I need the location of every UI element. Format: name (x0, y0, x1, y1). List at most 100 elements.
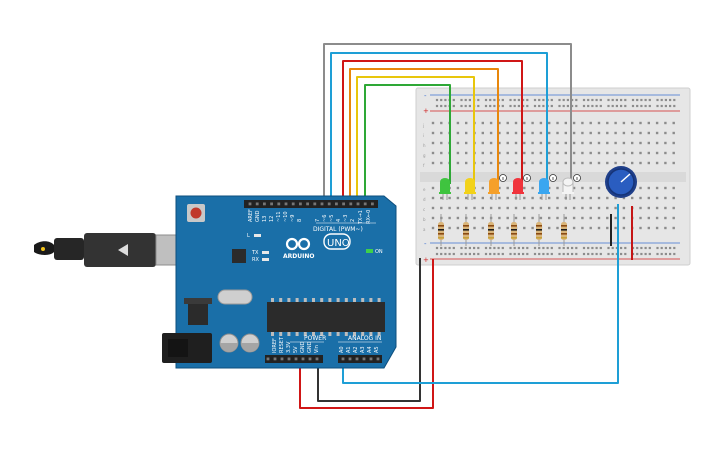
led-white[interactable] (562, 174, 581, 201)
pin-label-13: 13 (262, 216, 268, 222)
rail-hole (509, 252, 512, 256)
chip-pin (287, 298, 291, 302)
pin-label-ioref: IOREF (272, 338, 278, 353)
breadboard-hole (597, 186, 601, 190)
breadboard-hole (564, 206, 567, 210)
rail-hole (624, 252, 627, 256)
led-green[interactable] (439, 178, 451, 200)
breadboard-hole (481, 161, 484, 165)
breadboard-hole (506, 121, 509, 125)
rail-hole (546, 246, 549, 250)
resistor-band (438, 225, 444, 227)
row-letter-c: c (423, 207, 425, 212)
chip-pin (303, 332, 307, 336)
breadboard-hole (456, 186, 460, 190)
rail-hole (533, 246, 537, 250)
rail-hole (664, 98, 667, 102)
pin-label-vin: Vin (314, 345, 320, 353)
header-pin-hole (284, 202, 288, 206)
breadboard-hole (431, 216, 435, 220)
l-led-label: L (247, 233, 250, 239)
rail-hole (631, 104, 635, 108)
resistor[interactable] (536, 214, 542, 246)
breadboard-hole (639, 141, 642, 145)
rail-hole (615, 104, 618, 108)
resistor[interactable] (438, 214, 444, 246)
rail-hole (526, 252, 529, 256)
rail-hole (615, 98, 618, 102)
breadboard-hole (672, 226, 675, 230)
breadboard-hole (622, 206, 626, 210)
power-on-label: ON (375, 249, 383, 255)
rail-hole (587, 98, 590, 102)
rail-hole (591, 246, 594, 250)
arduino-logo-icon (285, 237, 311, 251)
breadboard-hole (481, 141, 484, 145)
rail-hole (460, 104, 463, 108)
wire-blue (330, 52, 548, 200)
breadboard-hole (465, 206, 468, 210)
arduino-uno-board[interactable]: AREF GND 13 12 ~11 ~10 ~9 8 7 ~6 ~5 4 ~3… (162, 195, 397, 369)
header-pin-hole (356, 202, 360, 206)
resistor-band (463, 225, 469, 227)
breadboard-hole (622, 131, 626, 135)
resistor[interactable] (488, 214, 494, 246)
breadboard-hole (655, 226, 659, 230)
breadboard-hole (572, 216, 576, 220)
led-red[interactable] (512, 174, 531, 201)
row-letter-e: e (423, 187, 426, 192)
led-rim (562, 192, 574, 194)
breadboard-hole (506, 131, 509, 135)
rail-hole (513, 246, 516, 250)
breadboard-hole (631, 141, 634, 145)
rail-hole (513, 252, 516, 256)
rail-hole (669, 246, 672, 250)
pin-label-a4: A4 (367, 346, 373, 353)
rail-hole (575, 104, 578, 108)
breadboard-hole (506, 186, 509, 190)
resistor-band (536, 229, 542, 231)
breadboard-hole (548, 131, 551, 135)
rail-hole (624, 246, 627, 250)
breadboard-hole (523, 206, 526, 210)
rail-hole (611, 104, 614, 108)
breadboard-hole (556, 216, 559, 220)
led-yellow[interactable] (464, 178, 476, 200)
header-pin-hole (255, 202, 259, 206)
rail-hole (542, 98, 545, 102)
resistor[interactable] (561, 214, 567, 246)
digital-header-label: DIGITAL (PWM~) (313, 226, 363, 233)
resistor[interactable] (511, 214, 517, 246)
rail-hole (620, 246, 623, 250)
resistor-band (438, 229, 444, 231)
breadboard-hole (664, 226, 667, 230)
breadboard-hole (581, 161, 584, 165)
breadboard-hole (481, 131, 484, 135)
breadboard-hole (498, 216, 501, 220)
capacitor-2-mark (241, 343, 259, 352)
rail-hole (640, 246, 643, 250)
rail-hole (522, 246, 525, 250)
breadboard-hole (481, 186, 484, 190)
breadboard-hole (672, 151, 675, 155)
breadboard-hole (589, 141, 592, 145)
header-pin-hole (248, 202, 252, 206)
breadboard-hole (498, 121, 501, 125)
breadboard-hole (647, 161, 650, 165)
rail-hole (636, 246, 639, 250)
breadboard-hole (465, 121, 468, 125)
breadboard-hole (506, 151, 509, 155)
reset-button[interactable] (190, 207, 202, 219)
potentiometer[interactable] (605, 166, 637, 198)
rail-plus-label-bottom: + (423, 256, 429, 264)
rail-hole (460, 246, 463, 250)
resistor-band (536, 237, 542, 239)
breadboard-hole (639, 196, 642, 200)
rail-hole (464, 98, 467, 102)
resistor[interactable] (463, 214, 469, 246)
rail-hole (615, 246, 618, 250)
led-orange[interactable] (488, 174, 507, 201)
breadboard-hole (506, 141, 509, 145)
led-blue[interactable] (538, 174, 557, 201)
rail-hole (517, 104, 520, 108)
